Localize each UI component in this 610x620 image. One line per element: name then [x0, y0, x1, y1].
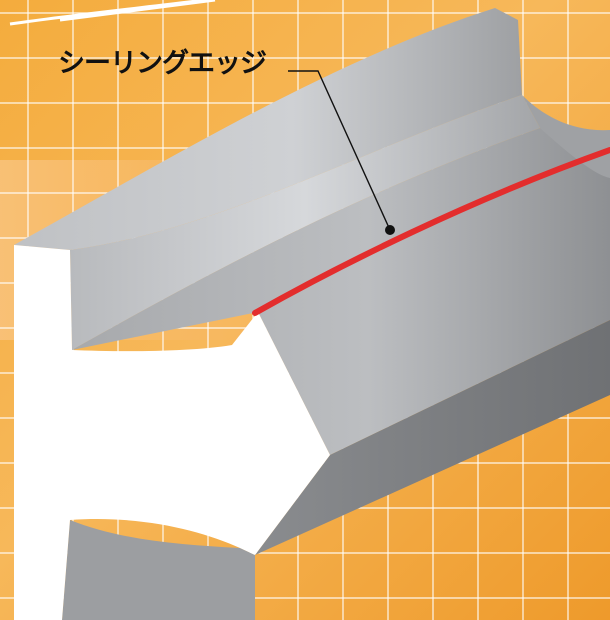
sealing-edge-label: シーリングエッジ	[58, 50, 266, 77]
callout-dot	[385, 225, 395, 235]
